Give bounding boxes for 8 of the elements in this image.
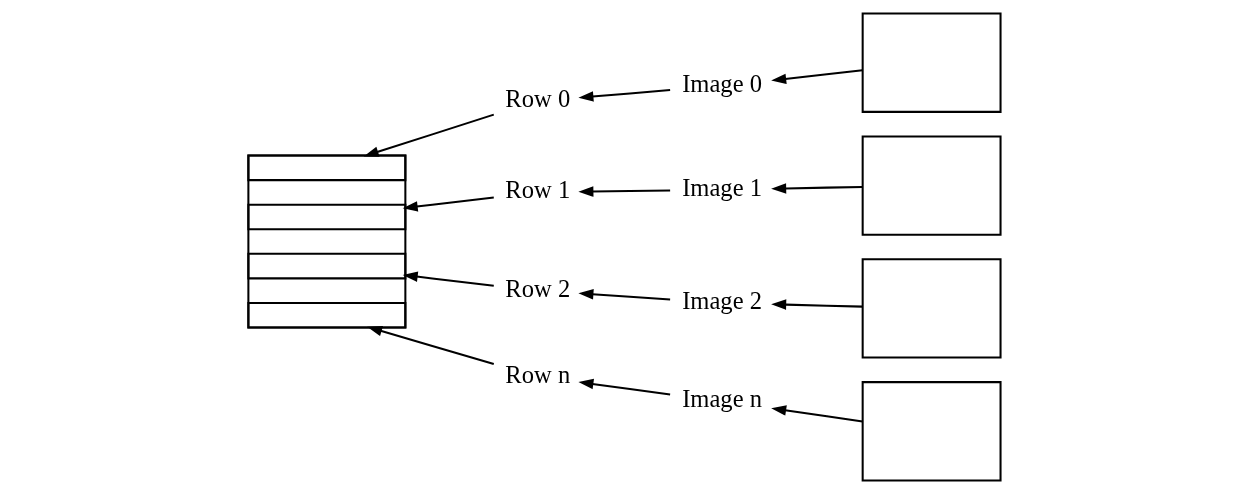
node-text: Image 0 bbox=[682, 69, 762, 97]
node-text: Image n bbox=[682, 385, 762, 413]
node-text: Row 2 bbox=[505, 274, 571, 302]
node-text: Row n bbox=[505, 360, 571, 388]
node-text: Row 1 bbox=[505, 176, 571, 204]
node-text: Row 0 bbox=[505, 84, 571, 112]
node-text: Image 1 bbox=[682, 173, 762, 201]
node-text: Image 2 bbox=[682, 286, 762, 314]
